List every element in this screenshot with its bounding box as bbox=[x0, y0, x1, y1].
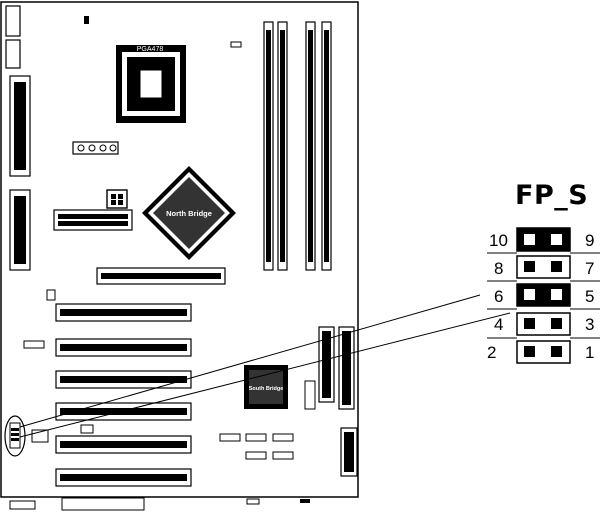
pin-number-3: 3 bbox=[585, 315, 595, 334]
fp-s-zoomed-header bbox=[487, 227, 600, 364]
pin-number-2: 2 bbox=[487, 343, 497, 362]
small-jumper-mid bbox=[80, 424, 94, 434]
ide-small-connector bbox=[304, 380, 316, 410]
pin-number-6: 6 bbox=[494, 287, 504, 306]
ps2-connector bbox=[5, 5, 21, 37]
bottom-header-left bbox=[9, 500, 36, 510]
serial-port-inner bbox=[14, 196, 26, 264]
usb-header-5 bbox=[272, 451, 294, 460]
bottom-jumper-1 bbox=[246, 498, 260, 505]
pin-number-9: 9 bbox=[585, 231, 595, 250]
callout-line-bottom bbox=[19, 312, 511, 438]
usb-connector bbox=[5, 39, 21, 69]
atx-power-connector bbox=[53, 209, 133, 231]
front-panel-usb-header bbox=[61, 497, 145, 511]
parallel-port-inner bbox=[14, 82, 26, 170]
dimm-slots bbox=[263, 21, 332, 271]
pin-number-10: 10 bbox=[489, 231, 508, 250]
fp-s-title: FP_S bbox=[515, 180, 589, 211]
bottom-jumper-2 bbox=[300, 499, 310, 503]
cd-in-header bbox=[23, 340, 45, 349]
atx12v-connector bbox=[106, 189, 128, 209]
north-bridge-label: North Bridge bbox=[166, 209, 212, 218]
usb-header-2 bbox=[245, 433, 267, 442]
pin-number-4: 4 bbox=[494, 315, 504, 334]
socket-label: PGA478 bbox=[137, 46, 164, 53]
cpu-fan-header bbox=[230, 41, 242, 48]
usb-header-3 bbox=[272, 433, 294, 442]
jumper-top bbox=[84, 16, 89, 24]
pin-number-7: 7 bbox=[585, 259, 595, 278]
usb-header-4 bbox=[245, 451, 267, 460]
south-bridge-label: South Bridge bbox=[249, 386, 284, 392]
pin-number-1: 1 bbox=[585, 343, 595, 362]
board-outline bbox=[0, 1, 359, 498]
pin-number-5: 5 bbox=[585, 287, 595, 306]
callout-line-top bbox=[19, 294, 481, 428]
pin-number-8: 8 bbox=[494, 259, 504, 278]
pci-slots bbox=[55, 303, 192, 487]
cpu-socket-center bbox=[139, 69, 163, 99]
jumper-left bbox=[46, 289, 56, 301]
usb-header-1 bbox=[219, 433, 241, 442]
